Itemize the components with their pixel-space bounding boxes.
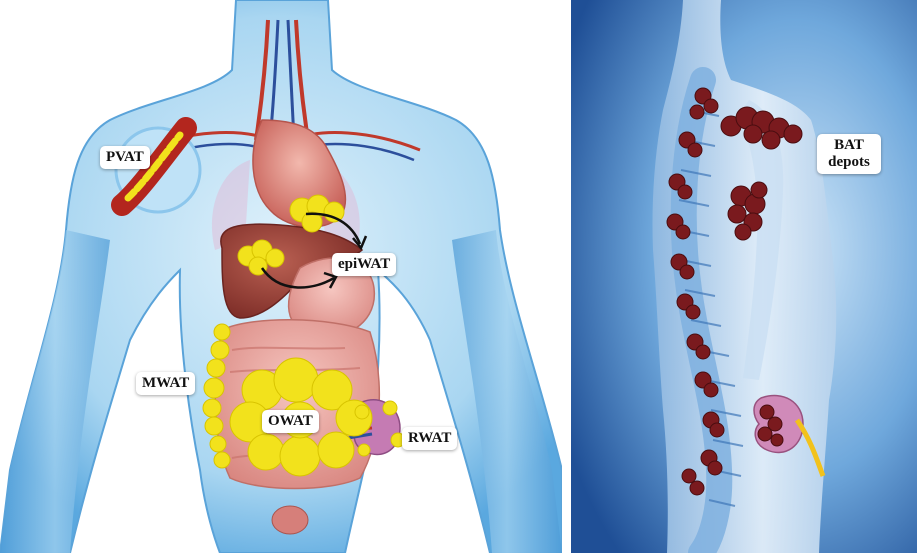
bladder	[272, 506, 308, 534]
torso-illustration	[0, 0, 562, 553]
left-panel-wat-anatomy: PVAT epiWAT MWAT OWAT RWAT	[0, 0, 562, 553]
label-bat-line2: depots	[823, 154, 875, 171]
side-body-illustration	[571, 0, 917, 553]
label-owat: OWAT	[262, 410, 319, 433]
label-bat-line1: BAT	[823, 137, 875, 154]
label-pvat: PVAT	[100, 146, 150, 169]
label-epiwat: epiWAT	[332, 253, 396, 276]
right-panel-bat-anatomy: BAT depots	[571, 0, 917, 553]
label-rwat: RWAT	[402, 427, 457, 450]
label-bat-depots: BAT depots	[817, 134, 881, 174]
label-mwat: MWAT	[136, 372, 195, 395]
